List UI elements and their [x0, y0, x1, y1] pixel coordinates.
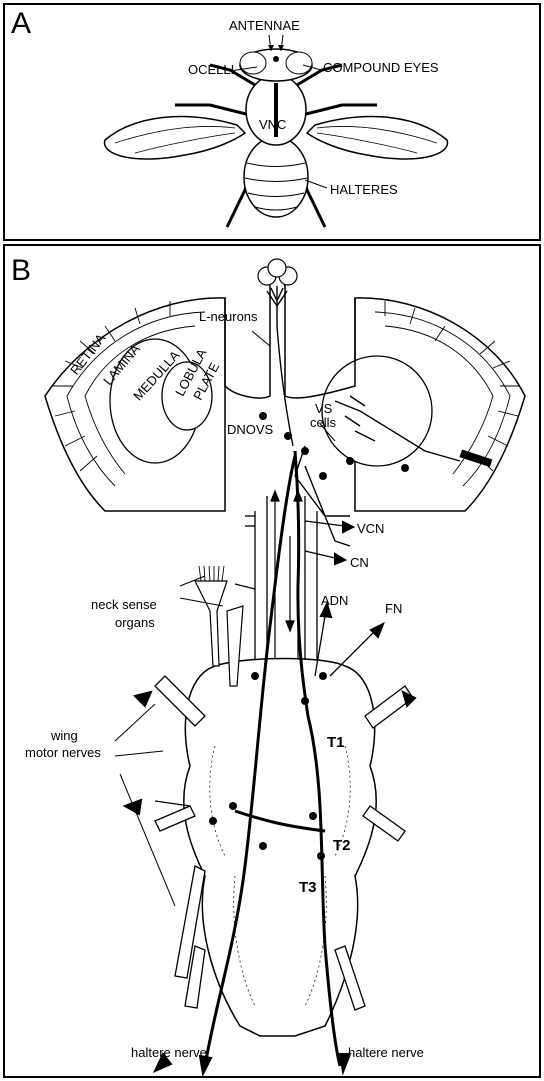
label-t1: T1 [327, 736, 345, 750]
right-wing [307, 117, 447, 159]
label-fn: FN [385, 602, 402, 616]
label-t3: T3 [299, 881, 317, 895]
label-wing-motor-2: motor nerves [25, 746, 101, 760]
label-t2: T2 [333, 839, 351, 853]
label-wing-motor-1: wing [51, 729, 78, 743]
label-adn: ADN [321, 594, 348, 608]
label-vcn: VCN [357, 522, 384, 536]
label-vnc: VNC [259, 118, 286, 132]
label-neck-sense-1: neck sense [91, 598, 157, 612]
panel-a: A [3, 3, 541, 241]
label-cn: CN [350, 556, 369, 570]
label-haltere-nerve-left: haltere nerve [131, 1046, 207, 1060]
label-haltere-nerve-right: haltere nerve [348, 1046, 424, 1060]
label-l-neurons: L-neurons [199, 310, 258, 324]
label-antennae: ANTENNAE [229, 19, 300, 33]
panel-b: B [3, 244, 541, 1078]
label-dnovs: DNOVS [227, 423, 273, 437]
label-vs-cells-1: VS [315, 402, 332, 416]
nervous-system-diagram [5, 246, 539, 1076]
abdomen [244, 137, 308, 217]
label-halteres: HALTERES [330, 183, 398, 197]
label-neck-sense-2: organs [115, 616, 155, 630]
label-ocelli: OCELLI [188, 63, 234, 77]
label-vs-cells-2: cells [310, 416, 336, 430]
left-wing [105, 117, 245, 159]
label-compound-eyes: COMPOUND EYES [323, 61, 439, 75]
